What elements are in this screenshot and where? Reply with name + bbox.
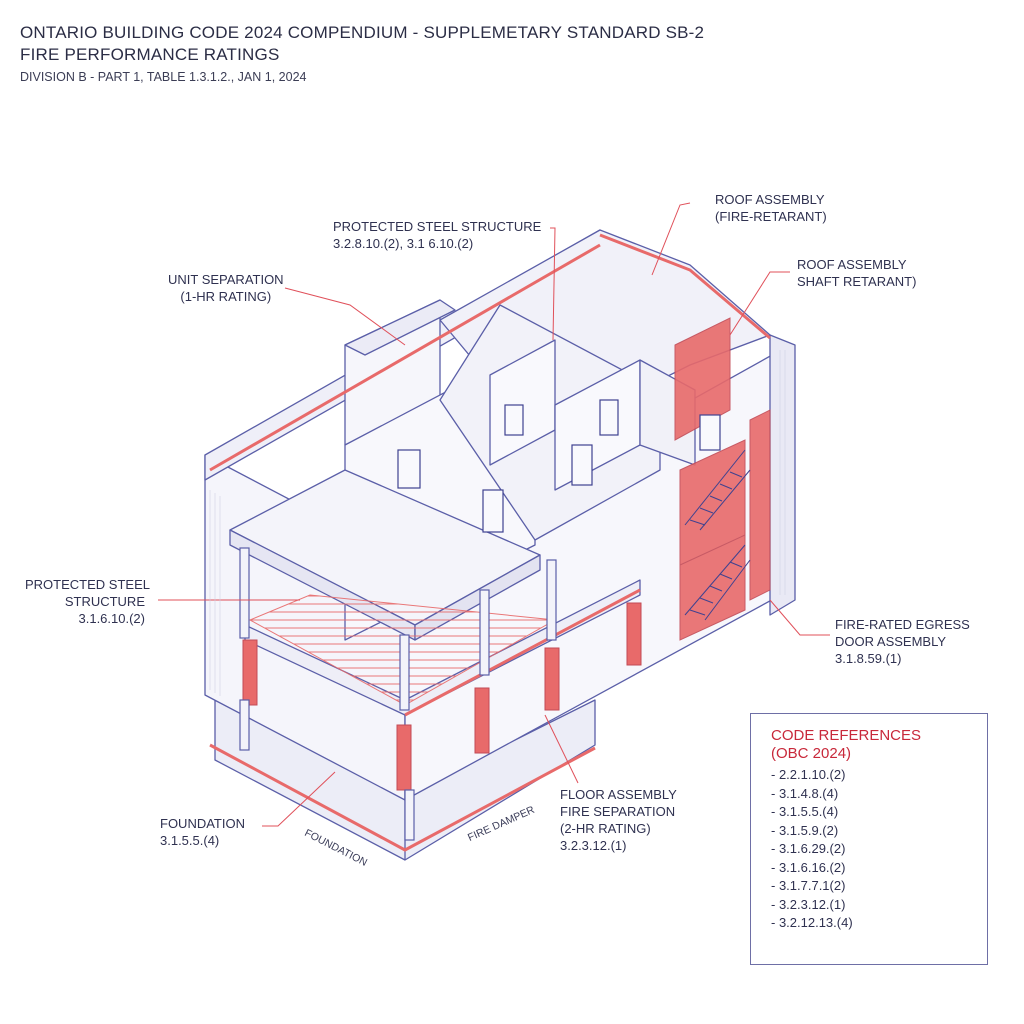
protected-steel-columns — [242, 602, 642, 791]
code-reference-item: - 3.1.6.16.(2) — [771, 859, 846, 875]
code-reference-item: - 3.2.12.13.(4) — [771, 915, 853, 930]
callout-foundation: FOUNDATION 3.1.5.5.(4) — [160, 816, 245, 848]
code-references-panel: CODE REFERENCES (OBC 2024) - 2.2.1.10.(2… — [750, 713, 988, 965]
callout-roof-shaft-retardant: ROOF ASSEMBLY SHAFT RETARANT) — [797, 257, 917, 289]
fire-retardant-edges — [209, 233, 771, 852]
code-reference-item: - 3.1.5.5.(4) — [771, 804, 839, 819]
callout-roof-fire-retardant: ROOF ASSEMBLY (FIRE-RETARANT) — [715, 192, 827, 224]
code-reference-item: - 3.1.6.29.(2) — [771, 841, 846, 856]
callout-unit-separation: UNIT SEPARATION (1-HR RATING) — [168, 272, 284, 304]
callout-egress-door: FIRE-RATED EGRESS DOOR ASSEMBLY 3.1.8.59… — [835, 617, 970, 666]
code-reference-item: - 3.1.5.9.(2) — [771, 822, 839, 838]
callout-protected-steel-top: PROTECTED STEEL STRUCTURE 3.2.8.10.(2), … — [333, 219, 542, 251]
code-reference-item: - 3.1.7.7.1(2) — [771, 878, 846, 893]
egress-stairs — [684, 449, 751, 621]
code-references-title: CODE REFERENCES (OBC 2024) — [771, 727, 922, 762]
callout-protected-steel-left: PROTECTED STEEL STRUCTURE 3.1.6.10.(2) — [25, 577, 150, 626]
title-line-2: FIRE PERFORMANCE RATINGS — [20, 45, 280, 64]
code-reference-item: - 3.2.3.12.(1) — [771, 896, 846, 912]
diagram-header: ONTARIO BUILDING CODE 2024 COMPENDIUM - … — [20, 22, 704, 84]
subtitle: DIVISION B - PART 1, TABLE 1.3.1.2., JAN… — [20, 70, 307, 84]
title-line-1: ONTARIO BUILDING CODE 2024 COMPENDIUM - … — [20, 23, 705, 42]
right-end-wall — [769, 334, 796, 616]
stair-shaft — [674, 317, 771, 641]
upper-box-top — [344, 299, 456, 356]
leader-lines — [158, 202, 830, 827]
wall-texture — [209, 350, 786, 696]
code-references-list: - 2.2.1.10.(2) - 3.1.4.8.(4) - 3.1.5.5.(… — [751, 766, 987, 933]
callout-floor-assembly: FLOOR ASSEMBLY FIRE SEPARATION (2-HR RAT… — [560, 787, 677, 853]
code-reference-item: - 2.2.1.10.(2) — [771, 767, 846, 782]
code-reference-item: - 3.1.4.8.(4) — [771, 785, 839, 801]
doors — [397, 399, 721, 533]
mezzanine-columns — [239, 547, 557, 841]
